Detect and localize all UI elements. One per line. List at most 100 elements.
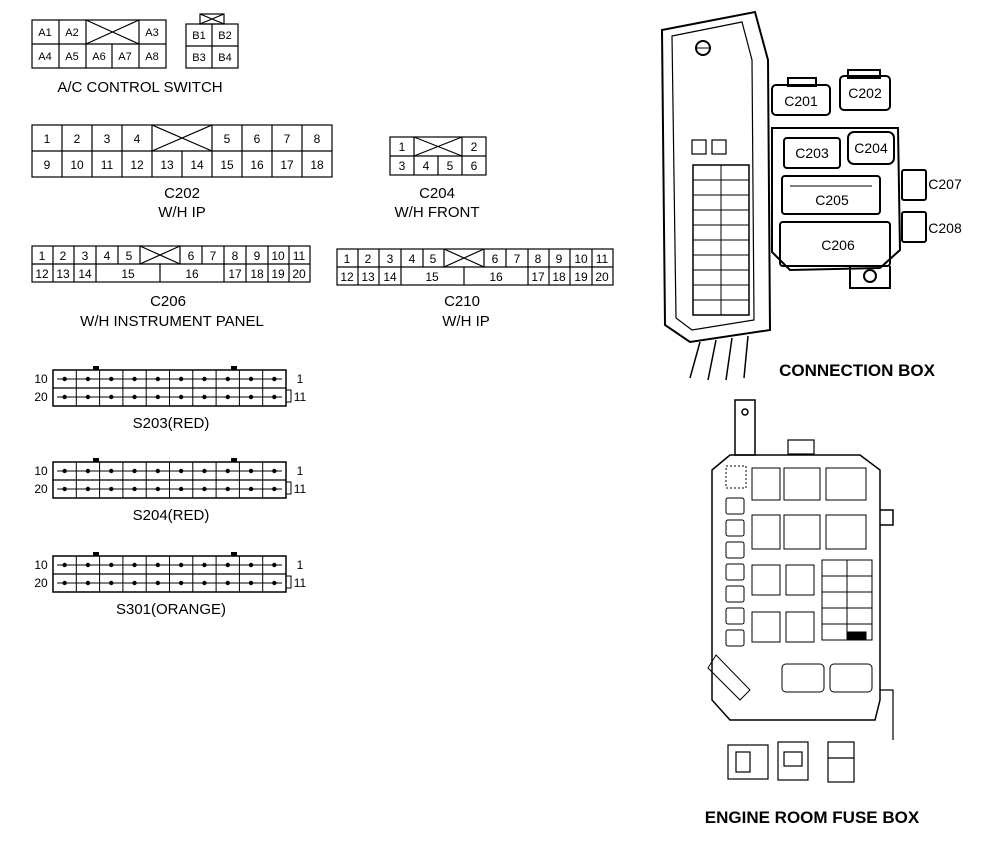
splice-pin-dot — [85, 580, 91, 586]
splice-pin-dot — [202, 562, 207, 568]
c206-pin-9: 9 — [254, 249, 261, 263]
cbox-label-c207: C207 — [928, 176, 962, 192]
ac-pin-a8: A8 — [145, 51, 158, 63]
c206-connector — [31, 245, 311, 283]
splice-pin-dot — [178, 376, 184, 382]
splice-pin-dot — [272, 486, 277, 492]
splice-pin-dot — [109, 486, 114, 492]
s203-name: S203(RED) — [133, 415, 210, 432]
splice-pin-dot — [225, 376, 230, 382]
splice-pin-dot — [109, 394, 114, 400]
splice-pin-dot — [85, 394, 91, 400]
splice-pin-dot — [109, 580, 114, 586]
splice-pin-dot — [62, 580, 67, 586]
c206-pin-7: 7 — [210, 249, 217, 263]
c206-pin-11: 11 — [293, 249, 306, 263]
ac-switch-title: A/C CONTROL SWITCH — [57, 79, 222, 96]
c206-pin-18: 18 — [250, 267, 264, 281]
splice-pin-dot — [272, 376, 277, 382]
splice-pin-dot — [225, 486, 230, 492]
c202-pin-7: 7 — [284, 132, 291, 146]
ac-pin-b4: B4 — [218, 52, 231, 64]
ac-pin-a1: A1 — [38, 27, 51, 39]
connection-box-drawing — [660, 10, 927, 381]
c206-pin-19: 19 — [271, 267, 285, 281]
splice-pin-dot — [248, 486, 254, 492]
splice-key — [231, 552, 237, 556]
c210-pin-9: 9 — [556, 252, 563, 266]
splice-pin-dot — [62, 376, 67, 382]
c210-pin-5: 5 — [430, 252, 437, 266]
engine-fuse-box-title: ENGINE ROOM FUSE BOX — [705, 808, 920, 827]
splice-pin-dot — [62, 562, 67, 568]
splice-key — [231, 458, 237, 462]
c210-pin-19: 19 — [574, 270, 588, 284]
splice-pin-dot — [155, 394, 161, 400]
splice-pin-dot — [202, 394, 207, 400]
splice-pin-dot — [109, 468, 114, 474]
splice-key — [93, 366, 99, 370]
splice-pin-dot — [225, 394, 230, 400]
c206-pin-10: 10 — [271, 249, 285, 263]
ac-pin-b1: B1 — [192, 30, 205, 42]
s203-pin-1: 1 — [297, 372, 304, 386]
splice-key — [93, 552, 99, 556]
splice-pin-dot — [132, 580, 137, 586]
engine-fuse-box-drawing — [707, 399, 894, 783]
c206-pin-17: 17 — [228, 267, 242, 281]
splice-pin-dot — [225, 580, 230, 586]
c210-pin-8: 8 — [535, 252, 542, 266]
ac-pin-a2: A2 — [65, 27, 78, 39]
splice-pin-dot — [248, 394, 254, 400]
c202-pin-15: 15 — [220, 158, 234, 172]
cbox-label-c201: C201 — [784, 93, 818, 109]
splice-pin-dot — [248, 562, 254, 568]
splice-pin-dot — [272, 394, 277, 400]
ac-pin-a7: A7 — [118, 51, 131, 63]
s203-pin-20: 20 — [34, 390, 48, 404]
c206-pin-2: 2 — [60, 249, 67, 263]
c210-desc: W/H IP — [442, 313, 490, 330]
c202-pin-13: 13 — [160, 158, 174, 172]
c202-pin-11: 11 — [101, 158, 114, 172]
c206-pin-3: 3 — [82, 249, 89, 263]
splice-pin-dot — [132, 486, 137, 492]
splice-pin-dot — [225, 562, 230, 568]
splice-pin-dot — [248, 580, 254, 586]
splice-pin-dot — [85, 562, 91, 568]
ac-pin-b3: B3 — [192, 52, 205, 64]
s203-pin-10: 10 — [34, 372, 48, 386]
s301-pin-1: 1 — [297, 558, 304, 572]
c202-pin-14: 14 — [190, 158, 204, 172]
splice-key — [93, 458, 99, 462]
c210-connector — [336, 248, 614, 286]
splice-s301 — [52, 552, 292, 593]
c204-pin-3: 3 — [399, 159, 406, 173]
c210-pin-16: 16 — [489, 270, 503, 284]
c202-pin-1: 1 — [44, 132, 51, 146]
splice-pin-dot — [62, 468, 67, 474]
splice-pin-dot — [178, 486, 184, 492]
c206-desc: W/H INSTRUMENT PANEL — [80, 313, 264, 330]
s204-pin-1: 1 — [297, 464, 304, 478]
c210-pin-4: 4 — [409, 252, 416, 266]
c206-pin-4: 4 — [104, 249, 111, 263]
cbox-label-c204: C204 — [854, 140, 888, 156]
ac-pin-a3: A3 — [145, 27, 158, 39]
splice-pin-dot — [109, 376, 114, 382]
splice-pin-dot — [155, 562, 161, 568]
splice-pin-dot — [155, 468, 161, 474]
splice-pin-dot — [248, 468, 254, 474]
connection-box-title: CONNECTION BOX — [779, 361, 936, 380]
c202-pin-12: 12 — [130, 158, 144, 172]
c206-name: C206 — [150, 293, 186, 310]
c206-pin-15: 15 — [121, 267, 135, 281]
splice-pin-dot — [202, 376, 207, 382]
splice-pin-dot — [132, 394, 137, 400]
splice-pin-dot — [62, 394, 67, 400]
splice-pin-dot — [155, 580, 161, 586]
c202-pin-17: 17 — [280, 158, 294, 172]
c204-name: C204 — [419, 185, 455, 202]
c204-desc: W/H FRONT — [395, 204, 480, 221]
